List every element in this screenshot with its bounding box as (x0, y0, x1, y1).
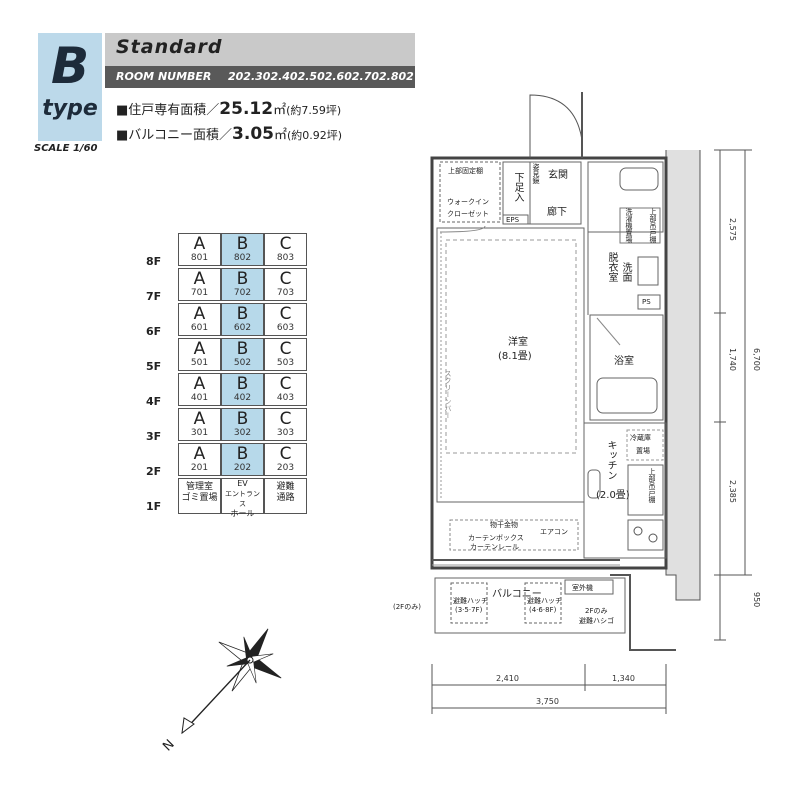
balcony-area-tsubo: (約0.92坪) (287, 129, 343, 142)
only-2f-label: (2Fのみ) (393, 603, 421, 611)
eps-label: EPS (506, 216, 520, 224)
room-number-label: ROOM NUMBER (116, 70, 212, 83)
western-room-label: 洋室 (508, 337, 528, 348)
floor-label: 5F (146, 360, 162, 373)
washbasin-label: 洗面 (620, 262, 631, 282)
aircon-label: エアコン (540, 528, 568, 536)
ps-label: PS (642, 298, 651, 306)
bath-label: 浴室 (614, 356, 634, 367)
kitchen-upper-label: 上部吊戸棚 (648, 468, 656, 503)
hatch-b-label-2: (4·6·8F) (529, 606, 557, 614)
fridge-label-1: 冷蔵庫 (630, 434, 651, 442)
curtain-box-label: カーテンボックス (468, 534, 524, 542)
kitchen-label: キッチン (605, 440, 616, 480)
scale-label: SCALE 1/60 (34, 143, 98, 154)
ground-cell-passage: 避難通路 (264, 478, 307, 514)
dim-2385: 2,385 (728, 480, 737, 503)
dim-1740: 1,740 (728, 348, 737, 371)
plan-name: Standard (116, 36, 223, 58)
mirror-label: 姿見鏡 (532, 163, 540, 184)
floor-label: 7F (146, 290, 162, 303)
plan-name-bar (105, 33, 415, 66)
balcony-area-label: ■バルコニー面積／ (116, 128, 233, 143)
room-number-bar (105, 66, 415, 88)
dim-6700: 6,700 (752, 348, 761, 371)
dim-2575: 2,575 (728, 218, 737, 241)
balcony-area-unit: ㎡ (273, 128, 287, 143)
walkin-label-2: クローゼット (447, 210, 489, 218)
room-number-values: 202.302.402.502.602.702.802 (228, 70, 414, 83)
ceiling-shelf-label: 上部固定棚 (448, 167, 483, 175)
curtain-rail-label: カーテンレール (470, 543, 519, 551)
balcony-area-value: 3.05 (232, 124, 274, 144)
ladder-label-2: 避難ハシゴ (579, 617, 614, 625)
private-area-label: ■住戸専有面積／ (116, 103, 220, 118)
north-pointer (181, 659, 251, 734)
balcony-label: バルコニー (492, 589, 542, 600)
dressing-label: 脱衣室 (606, 252, 617, 282)
private-area: ■住戸専有面積／25.12㎡(約7.59坪) (116, 99, 341, 119)
dim-950: 950 (752, 592, 761, 608)
laundry-rail-label: 物干金物 (490, 521, 518, 529)
private-area-unit: ㎡ (273, 103, 287, 118)
outdoor-unit-label: 室外機 (572, 584, 593, 592)
floor-label: 3F (146, 430, 162, 443)
hatch-a-label-1: 避難ハッチ (453, 597, 488, 605)
ground-cell-office: 管理室ゴミ置場 (178, 478, 221, 514)
private-area-value: 25.12 (219, 99, 274, 119)
dim-1340: 1,340 (612, 674, 635, 683)
floor-label: 4F (146, 395, 162, 408)
floor-label: 2F (146, 465, 162, 478)
hatch-a-label-2: (3·5·7F) (455, 606, 483, 614)
type-letter: B (50, 37, 90, 95)
type-badge (38, 33, 102, 141)
corridor-label: 廊下 (547, 207, 567, 218)
hatch-b-label-1: 避難ハッチ (527, 597, 562, 605)
ladder-label-1: 2Fのみ (585, 607, 608, 615)
screen-bar-label: スクリーンバー (444, 370, 452, 419)
floor-label: 1F (146, 500, 162, 513)
fridge-label-2: 置場 (636, 447, 650, 455)
entrance-label: 玄関 (548, 170, 568, 181)
dim-3750: 3,750 (536, 697, 559, 706)
shoe-box-label: 下足入 (512, 172, 523, 202)
western-room-size: (8.1畳) (498, 351, 532, 362)
private-area-tsubo: (約7.59坪) (286, 104, 342, 117)
compass-rose: N (160, 628, 282, 754)
balcony-area: ■バルコニー面積／3.05㎡(約0.92坪) (116, 124, 342, 144)
kitchen-size: (2.0畳) (596, 490, 630, 501)
upper-cabinet-label: 上部吊戸棚 (649, 208, 657, 243)
washing-machine-label: 洗濯機置場 (625, 208, 633, 243)
dim-2410: 2,410 (496, 674, 519, 683)
walkin-label-1: ウォークイン (447, 198, 489, 206)
floor-label: 8F (146, 255, 162, 268)
floor-label: 6F (146, 325, 162, 338)
type-word: type (42, 96, 98, 121)
